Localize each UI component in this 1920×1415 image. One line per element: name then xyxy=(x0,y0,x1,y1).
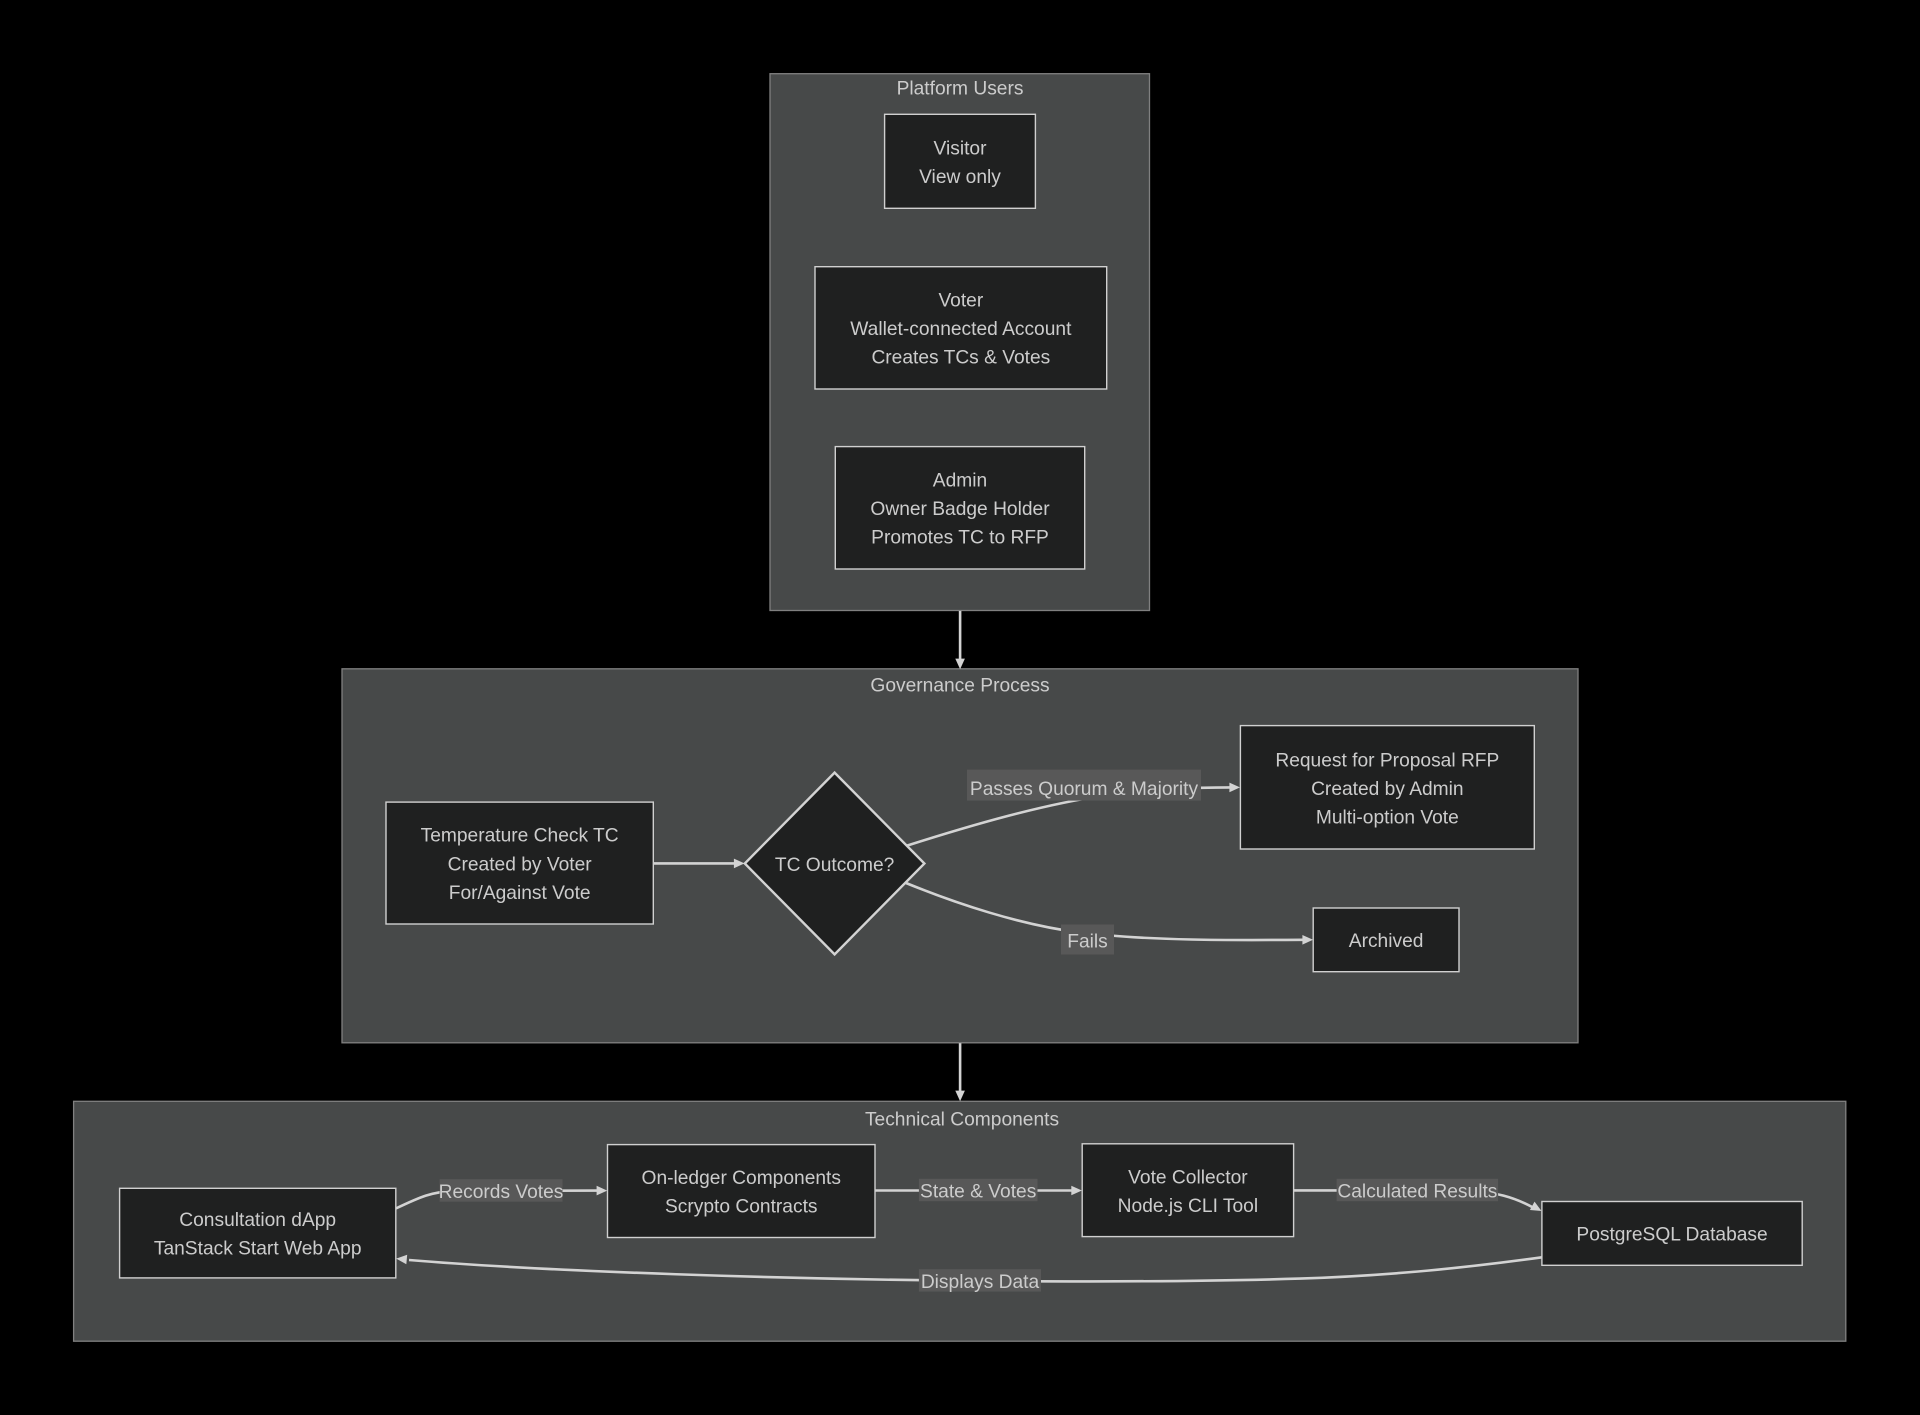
svg-text:Multi-option Vote: Multi-option Vote xyxy=(1316,807,1459,828)
svg-text:Creates TCs & Votes: Creates TCs & Votes xyxy=(871,348,1050,369)
svg-text:Admin: Admin xyxy=(933,471,987,492)
svg-text:Vote Collector: Vote Collector xyxy=(1128,1167,1248,1188)
svg-text:TC Outcome?: TC Outcome? xyxy=(775,855,894,876)
svg-text:Calculated Results: Calculated Results xyxy=(1337,1181,1497,1202)
svg-text:Visitor: Visitor xyxy=(934,138,988,159)
svg-text:Promotes TC to RFP: Promotes TC to RFP xyxy=(871,528,1049,549)
svg-text:Fails: Fails xyxy=(1067,931,1108,952)
svg-text:Created by Admin: Created by Admin xyxy=(1311,779,1464,800)
svg-text:Temperature Check TC: Temperature Check TC xyxy=(421,826,619,847)
svg-text:Voter: Voter xyxy=(938,291,983,312)
svg-text:For/Against Vote: For/Against Vote xyxy=(449,883,591,904)
svg-text:On-ledger Components: On-ledger Components xyxy=(642,1168,841,1189)
svg-text:Created by Voter: Created by Voter xyxy=(448,854,593,875)
svg-text:Owner Badge Holder: Owner Badge Holder xyxy=(870,499,1050,520)
svg-text:Records Votes: Records Votes xyxy=(439,1182,564,1203)
svg-text:PostgreSQL Database: PostgreSQL Database xyxy=(1576,1225,1767,1246)
svg-text:View only: View only xyxy=(919,167,1001,188)
svg-text:Scrypto Contracts: Scrypto Contracts xyxy=(665,1197,818,1218)
svg-text:Wallet-connected Account: Wallet-connected Account xyxy=(850,319,1072,340)
svg-text:TanStack Start Web App: TanStack Start Web App xyxy=(154,1239,362,1260)
svg-text:State & Votes: State & Votes xyxy=(920,1181,1036,1202)
svg-text:Platform Users: Platform Users xyxy=(897,79,1024,100)
svg-text:Governance Process: Governance Process xyxy=(870,676,1049,697)
svg-text:Archived: Archived xyxy=(1349,931,1424,952)
svg-text:Request for Proposal RFP: Request for Proposal RFP xyxy=(1275,750,1499,771)
svg-text:Node.js CLI Tool: Node.js CLI Tool xyxy=(1118,1196,1258,1217)
svg-text:Passes Quorum & Majority: Passes Quorum & Majority xyxy=(970,779,1199,800)
svg-text:Displays Data: Displays Data xyxy=(921,1272,1040,1293)
svg-text:Consultation dApp: Consultation dApp xyxy=(179,1210,336,1231)
svg-text:Technical Components: Technical Components xyxy=(865,1109,1059,1130)
